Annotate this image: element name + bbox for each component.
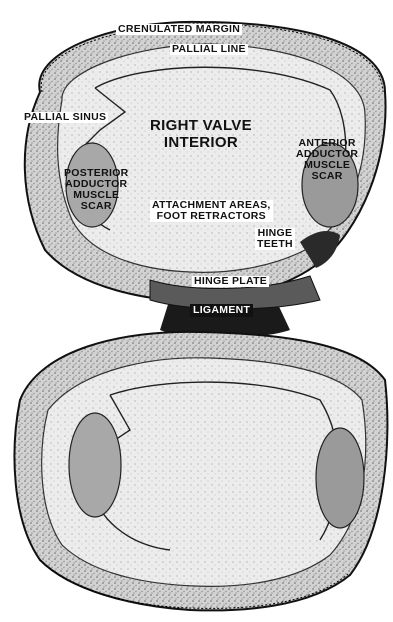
lower-posterior-muscle-scar-shape <box>69 413 121 517</box>
lower-anterior-muscle-scar-shape <box>316 428 364 528</box>
crenulated-margin-label: CRENULATED MARGIN <box>116 24 242 35</box>
ligament-label: LIGAMENT <box>190 304 253 317</box>
hinge-teeth-label: HINGE TEETH <box>255 228 295 250</box>
valve-title: RIGHT VALVE INTERIOR <box>150 118 252 151</box>
attachment-line2: FOOT RETRACTORS <box>152 211 271 222</box>
valve-title-line1: RIGHT VALVE <box>150 118 252 135</box>
attachment-areas-label: ATTACHMENT AREAS, FOOT RETRACTORS <box>150 200 273 222</box>
anterior-adductor-label: ANTERIOR ADDUCTOR MUSCLE SCAR <box>296 138 358 182</box>
valve-title-line2: INTERIOR <box>150 135 252 152</box>
pallial-line-label: PALLIAL LINE <box>170 44 248 55</box>
lower-valve <box>15 332 388 611</box>
pallial-sinus-label: PALLIAL SINUS <box>22 112 108 123</box>
posterior-line4: SCAR <box>64 201 129 212</box>
hinge-plate-label: HINGE PLATE <box>192 276 269 287</box>
hinge-teeth-line2: TEETH <box>257 239 293 250</box>
anterior-line4: SCAR <box>296 171 358 182</box>
posterior-adductor-label: POSTERIOR ADDUCTOR MUSCLE SCAR <box>64 168 129 212</box>
